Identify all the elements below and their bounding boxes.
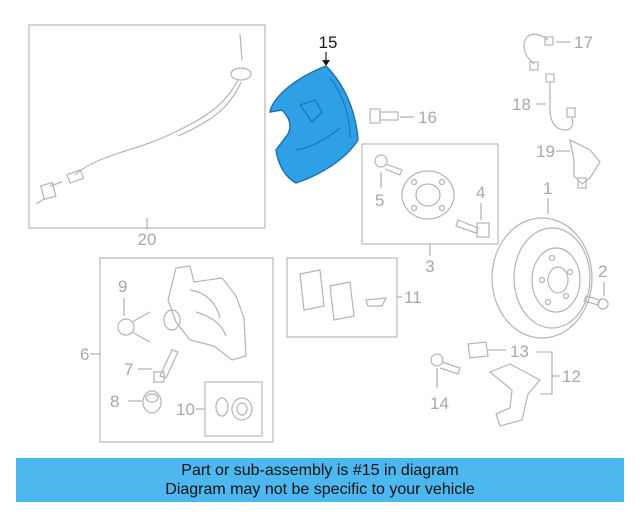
group-box-10 <box>204 381 263 437</box>
callout-11: 11 <box>404 288 422 307</box>
callout-3: 3 <box>425 257 434 276</box>
part-10-seal-kit[interactable] <box>215 397 253 421</box>
part-8-cap[interactable] <box>142 390 162 414</box>
part-15-backing-plate[interactable] <box>269 65 359 184</box>
part-9-spring-clip[interactable] <box>117 311 151 343</box>
callout-1: 1 <box>543 179 552 198</box>
callout-9: 9 <box>118 277 127 296</box>
part-5-bolt[interactable] <box>374 154 403 176</box>
part-4-bolt[interactable] <box>455 219 490 238</box>
callout-19: 19 <box>536 142 555 161</box>
callout-6: 6 <box>80 345 89 364</box>
part-14-bolt[interactable] <box>430 353 461 375</box>
callout-8: 8 <box>110 392 119 411</box>
arrowhead-15 <box>322 60 330 66</box>
part-16-bolt[interactable] <box>369 108 399 124</box>
group-box-11 <box>286 257 398 338</box>
callout-2: 2 <box>598 262 607 281</box>
part-2-screw[interactable] <box>583 295 609 310</box>
callout-20: 20 <box>138 230 157 249</box>
part-18-sensor[interactable] <box>545 73 576 131</box>
callout-18: 18 <box>512 95 531 114</box>
part-3-hub[interactable] <box>401 170 455 220</box>
part-11-brake-pads[interactable] <box>299 269 388 321</box>
callout-5: 5 <box>375 191 384 210</box>
part-6-caliper[interactable] <box>163 265 247 361</box>
callout-12: 12 <box>562 367 581 386</box>
callout-14: 14 <box>430 394 449 413</box>
part-13-guide-bushing[interactable] <box>467 341 489 359</box>
group-box-6 <box>99 257 274 443</box>
part-1-brake-disc[interactable] <box>491 217 593 339</box>
banner-line-1: Part or sub-assembly is #15 in diagram <box>181 462 459 479</box>
callout-16: 16 <box>418 108 437 127</box>
callout-15: 15 <box>319 33 338 52</box>
callout-13: 13 <box>510 342 529 361</box>
part-7-bleeder[interactable] <box>153 349 179 383</box>
part-20-abs-wire[interactable] <box>35 33 252 205</box>
callout-17: 17 <box>574 33 593 52</box>
callout-4: 4 <box>476 183 485 202</box>
info-banner: Part or sub-assembly is #15 in diagram D… <box>16 458 624 502</box>
callout-10: 10 <box>176 400 195 419</box>
part-19-sensor[interactable] <box>569 138 601 189</box>
banner-line-2: Diagram may not be specific to your vehi… <box>165 481 475 498</box>
callout-7: 7 <box>124 360 133 379</box>
part-12-caliper-bracket[interactable] <box>488 363 541 427</box>
group-box-20 <box>28 24 266 229</box>
part-17-sensor[interactable] <box>523 33 554 71</box>
